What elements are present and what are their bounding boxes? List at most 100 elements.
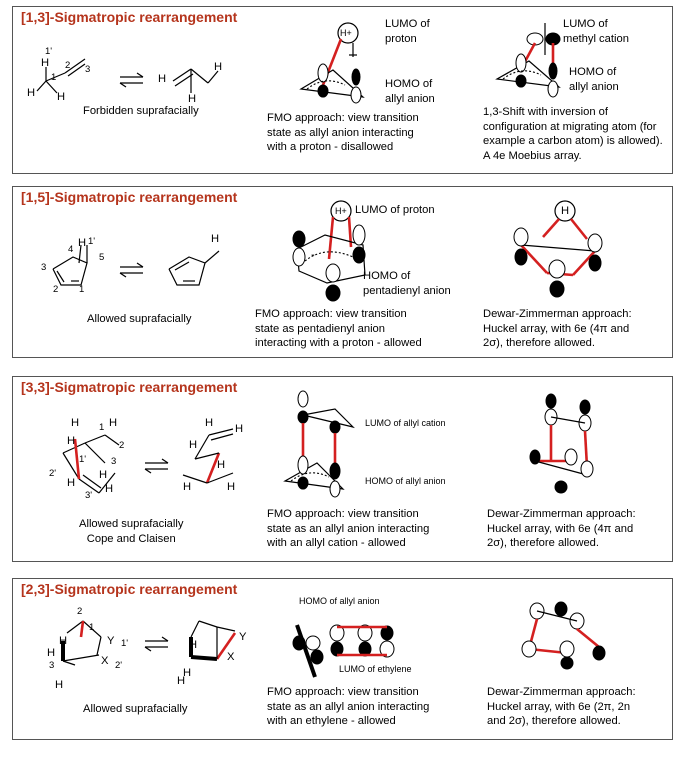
fmo-label-bottom: LUMO of ethylene <box>339 664 412 674</box>
proton-orbital <box>337 22 359 44</box>
atom-num-1p: 1' <box>79 454 87 465</box>
atom-h: H <box>211 233 220 245</box>
atom-h: H <box>235 423 244 435</box>
equilibrium-arrows <box>119 262 144 278</box>
atom-h: H <box>189 439 198 451</box>
panel-title: [3,3]-Sigmatropic rearrangement <box>21 379 238 395</box>
fmo-description: FMO approach: view transition state as a… <box>267 508 430 550</box>
product-structure <box>189 620 237 661</box>
atom-num-2: 2 <box>77 606 83 617</box>
fmo-label-top: LUMO of proton <box>355 204 435 216</box>
atom-h: H <box>189 639 198 651</box>
hexadiene-equilibrium-scheme <box>62 428 234 494</box>
panel-3-3-shift: [3,3]-Sigmatropic rearrangement H <box>12 376 673 562</box>
moebius-orbital-diagram <box>495 23 561 98</box>
fmo-label-top: HOMO of allyl anion <box>299 596 380 606</box>
atom-h: H <box>214 61 223 73</box>
atom-h: H <box>59 635 68 647</box>
fmo-description: FMO approach: view transition state as a… <box>267 686 430 728</box>
atom-num-3p: 3' <box>85 490 93 501</box>
atom-h: H <box>27 87 36 99</box>
atom-h: H <box>183 481 192 493</box>
huckel-description: Dewar-Zimmerman approach: Huckel array, … <box>487 686 636 728</box>
atom-h: H <box>57 91 66 103</box>
atom-h: H <box>188 93 197 105</box>
atom-num-2p: 2' <box>49 468 57 479</box>
atom-num-3: 3 <box>85 64 91 75</box>
propene-equilibrium-scheme <box>36 58 219 94</box>
scheme-caption: Allowed suprafacially <box>87 313 192 325</box>
atom-num-3: 3 <box>49 660 55 671</box>
fmo-label-bottom: HOMO of pentadienyl anion <box>363 270 451 297</box>
panel-title: [1,5]-Sigmatropic rearrangement <box>21 189 238 205</box>
atom-h1p: 1' <box>45 46 53 57</box>
equilibrium-arrows <box>144 458 169 474</box>
panel-title: [1,3]-Sigmatropic rearrangement <box>21 9 238 25</box>
huckel-description: Dewar-Zimmerman approach: Huckel array, … <box>483 308 632 350</box>
panel-1-5-shift: [1,5]-Sigmatropic rearrangement 4 H 1' 5… <box>12 186 673 358</box>
scheme-caption: Forbidden suprafacially <box>83 105 199 117</box>
cyclopentadiene-reactant <box>52 244 88 286</box>
hydrogen-symbol: H <box>561 205 570 217</box>
atom-x: X <box>101 655 109 667</box>
equilibrium-arrows <box>119 72 144 88</box>
fmo-label-bottom: HOMO of allyl anion <box>385 78 435 105</box>
panel-title: [2,3]-Sigmatropic rearrangement <box>21 581 238 597</box>
atom-h: H <box>47 647 56 659</box>
atom-h: H <box>71 417 80 429</box>
minus-charge: - <box>311 249 315 261</box>
scheme-caption: Allowed suprafacially <box>83 703 188 715</box>
atom-h: H <box>227 481 236 493</box>
atom-num-1: 1 <box>89 622 95 633</box>
fmo-orbital-diagram <box>299 22 365 104</box>
atom-num-1: 1 <box>99 422 105 433</box>
moebius-description: 1,3-Shift with inversion of configuratio… <box>483 106 663 162</box>
fmo-label-top: LUMO of proton <box>385 18 430 45</box>
atom-num-3: 3 <box>41 262 47 273</box>
cyclopentadiene-product <box>168 250 220 286</box>
moebius-label-top: LUMO of methyl cation <box>563 18 629 45</box>
huckel-orbital-diagram <box>513 200 603 298</box>
huckel-description: Dewar-Zimmerman approach: Huckel array, … <box>487 508 636 550</box>
pentadiene-ring <box>296 234 366 284</box>
hexadiene-reactant <box>62 434 120 494</box>
proton-symbol: H+ <box>335 206 347 216</box>
propene-reactant <box>36 58 86 94</box>
fmo-orbital-diagram <box>283 390 355 498</box>
atom-num-1: 1 <box>79 284 85 295</box>
atom-num-1p: 1' <box>88 236 96 247</box>
atom-h: H <box>217 459 226 471</box>
atom-h: H <box>99 469 108 481</box>
moebius-label-bottom: HOMO of allyl anion <box>569 66 619 93</box>
atom-h: H <box>55 679 64 691</box>
panel-2-3-shift: [2,3]-Sigmatropic rearrangement 2 H 1 Y … <box>12 578 673 740</box>
reactant-structure <box>61 620 102 666</box>
atom-y: Y <box>107 635 115 647</box>
atom-num-2: 2 <box>65 60 71 71</box>
allyl-cation-triangle <box>302 408 355 429</box>
atom-num-1: 1 <box>51 72 57 83</box>
atom-num-5: 5 <box>99 252 105 263</box>
huckel-orbital-diagram <box>529 393 594 494</box>
scheme-caption: Allowed suprafacially Cope and Claisen <box>79 518 184 545</box>
atom-num-4: 4 <box>68 244 74 255</box>
allyl-triangle <box>495 60 561 88</box>
propene-product <box>172 68 219 93</box>
atom-h: H <box>177 675 186 687</box>
proton-symbol: H+ <box>340 28 352 38</box>
allyl-triangle <box>299 69 365 98</box>
hydrogen-orbital <box>554 200 576 222</box>
atom-h: H <box>205 417 214 429</box>
atom-x: X <box>227 651 235 663</box>
proton-orbital <box>330 200 352 222</box>
allyl-x-y-equilibrium-scheme <box>61 620 237 666</box>
huckel-orbital-diagram <box>521 601 606 670</box>
atom-h: H <box>67 477 76 489</box>
fmo-description: FMO approach: view transition state as a… <box>267 112 419 154</box>
panel-1-3-shift: [1,3]-Sigmatropic rearrangement 1' H 1 2… <box>12 6 673 174</box>
atom-h: H <box>109 417 118 429</box>
hexadiene-product <box>182 428 234 484</box>
atom-y: Y <box>239 631 247 643</box>
atom-h: H <box>105 483 114 495</box>
atom-h: H <box>67 435 76 447</box>
